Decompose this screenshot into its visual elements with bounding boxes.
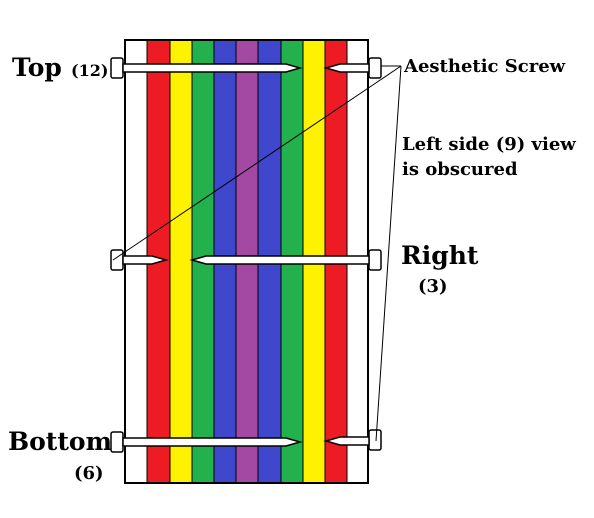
screw-head-middle-right bbox=[368, 249, 382, 271]
label-bottom-hour: (6) bbox=[74, 463, 104, 484]
label-top: Top bbox=[12, 53, 62, 82]
screw-row-middle bbox=[110, 249, 382, 271]
screw-shaft-bottom-left bbox=[122, 437, 303, 447]
note-left-side-line2: is obscured bbox=[402, 159, 518, 180]
screw-shaft-middle-right bbox=[189, 255, 370, 265]
screw-row-top bbox=[110, 57, 382, 79]
pointer-line-bottom-screw bbox=[375, 65, 402, 442]
screw-head-top-left bbox=[110, 57, 124, 79]
screw-shaft-top-right bbox=[323, 63, 370, 73]
label-right: Right bbox=[401, 241, 479, 270]
screw-row-bottom bbox=[110, 429, 382, 453]
screw-head-bottom-left bbox=[110, 431, 124, 453]
screw-shaft-bottom-right bbox=[323, 436, 370, 446]
label-bottom: Bottom bbox=[8, 427, 112, 456]
note-left-side-line1: Left side (9) view bbox=[402, 134, 576, 155]
screw-shaft-top-left bbox=[122, 63, 303, 73]
screw-head-bottom-right bbox=[368, 429, 382, 451]
screw-head-middle-left bbox=[110, 249, 124, 271]
screw-head-top-right bbox=[368, 57, 382, 79]
pointer-line-middle-screw bbox=[112, 65, 402, 261]
label-aesthetic-screw: Aesthetic Screw bbox=[403, 56, 566, 77]
screw-shaft-middle-left bbox=[122, 255, 169, 265]
label-right-hour: (3) bbox=[418, 276, 448, 297]
annotation-pointers bbox=[112, 65, 402, 442]
stripe-3 bbox=[169, 39, 193, 484]
label-top-hour: (12) bbox=[71, 61, 108, 80]
